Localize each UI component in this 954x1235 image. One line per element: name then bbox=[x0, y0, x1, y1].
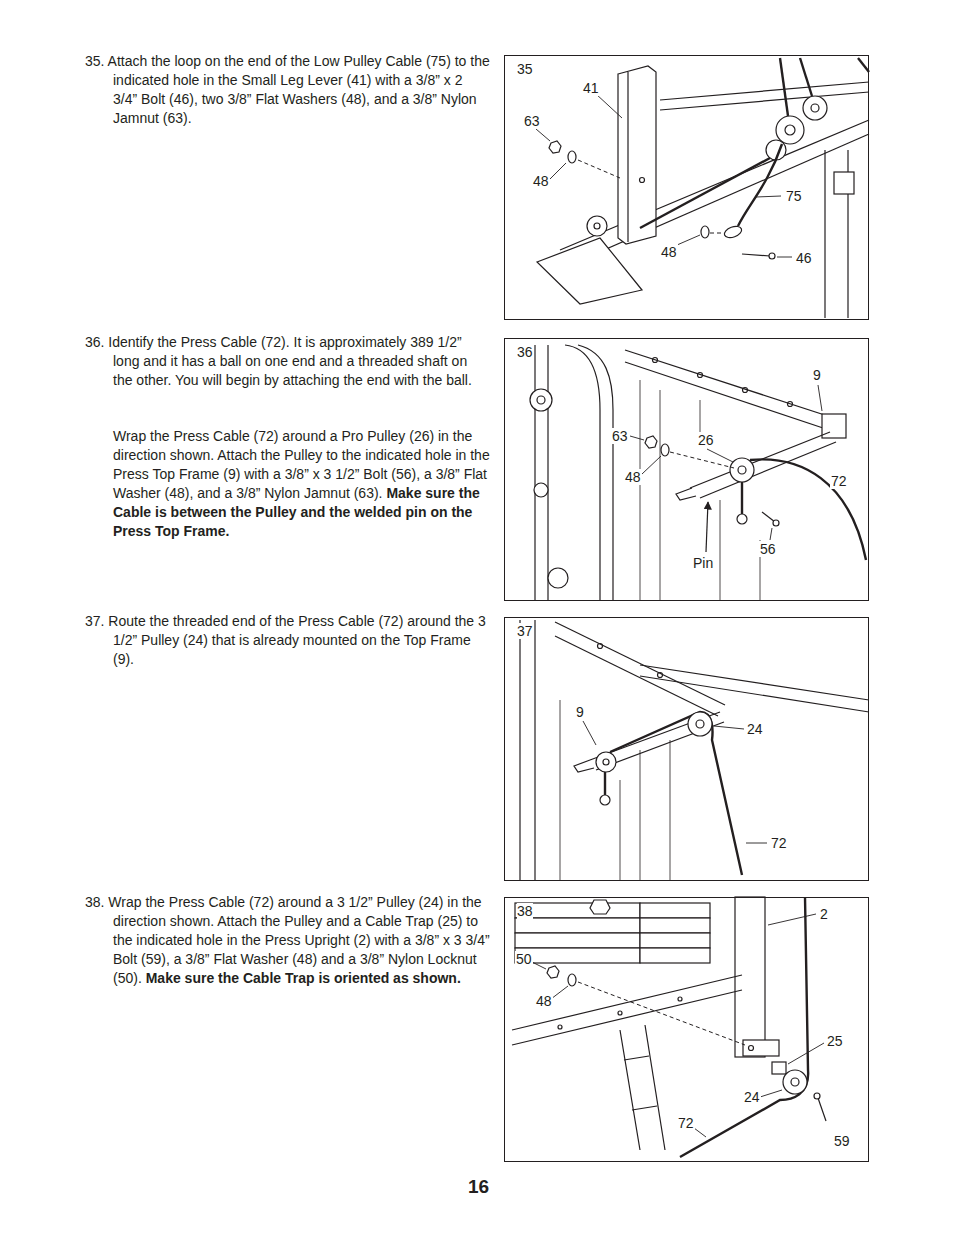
callout-number: 59 bbox=[833, 1133, 851, 1149]
instruction-text: 36. Identify the Press Cable (72). It is… bbox=[85, 334, 472, 388]
caution-note: Make sure the Cable Trap is oriented as … bbox=[146, 970, 461, 986]
step38-illustration bbox=[512, 897, 826, 1157]
page-number: 16 bbox=[468, 1176, 489, 1198]
instruction-text: 37. Route the threaded end of the Press … bbox=[85, 613, 486, 667]
callout-number: 48 bbox=[660, 244, 678, 260]
callout-number: 24 bbox=[746, 721, 764, 737]
step35-illustration bbox=[536, 58, 869, 318]
callout-number: 24 bbox=[743, 1089, 761, 1105]
callout-number: Pin bbox=[692, 555, 714, 571]
callout-number: 63 bbox=[611, 428, 629, 444]
callout-number: 9 bbox=[812, 367, 822, 383]
callout-number: 25 bbox=[826, 1033, 844, 1049]
callout-number: 2 bbox=[819, 906, 829, 922]
callout-number: 72 bbox=[677, 1115, 695, 1131]
callout-number: 26 bbox=[697, 432, 715, 448]
step37-illustration bbox=[520, 620, 869, 880]
figure-panel: 37 bbox=[504, 617, 869, 881]
callout-number: 46 bbox=[795, 250, 813, 266]
instruction-step: 35. Attach the loop on the end of the Lo… bbox=[85, 52, 490, 128]
step36-illustration bbox=[530, 345, 866, 600]
instruction-step: 38. Wrap the Press Cable (72) around a 3… bbox=[85, 893, 490, 988]
callout-number: 63 bbox=[523, 113, 541, 129]
callout-number: 50 bbox=[515, 951, 533, 967]
instruction-text: 35. Attach the loop on the end of the Lo… bbox=[85, 53, 490, 126]
instruction-step: 37. Route the threaded end of the Press … bbox=[85, 612, 490, 669]
callout-number: 41 bbox=[582, 80, 600, 96]
instruction-step: 36. Identify the Press Cable (72). It is… bbox=[85, 333, 490, 390]
callout-number: 9 bbox=[575, 704, 585, 720]
callout-number: 48 bbox=[535, 993, 553, 1009]
callout-number: 48 bbox=[532, 173, 550, 189]
step-number: 38 bbox=[517, 903, 533, 919]
callout-number: 72 bbox=[830, 473, 848, 489]
step-number: 36 bbox=[517, 344, 533, 360]
step-number: 35 bbox=[517, 61, 533, 77]
callout-number: 72 bbox=[770, 835, 788, 851]
callout-number: 75 bbox=[785, 188, 803, 204]
instruction-step: Wrap the Press Cable (72) around a Pro P… bbox=[113, 427, 490, 541]
callout-number: 48 bbox=[624, 469, 642, 485]
figure-panel: 35 bbox=[504, 55, 869, 320]
callout-number: 56 bbox=[759, 541, 777, 557]
step-number: 37 bbox=[517, 623, 533, 639]
